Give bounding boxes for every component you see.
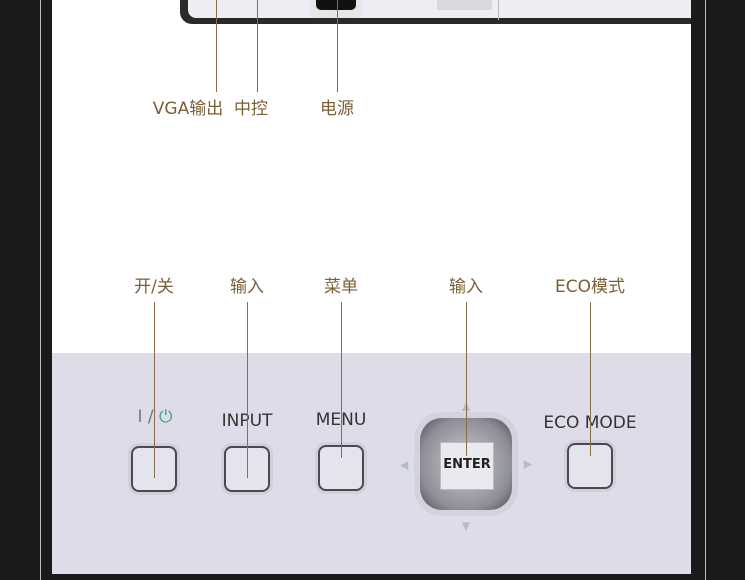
leader-line-control [257, 0, 258, 92]
power-label-text: I / [137, 407, 154, 427]
rear-panel-divider [498, 0, 499, 20]
callout-menu: 菜单 [324, 277, 358, 297]
leader-line-power-btn [154, 302, 155, 478]
label-vga-out: VGA输出 [152, 99, 224, 119]
label-central-control: 中控 [234, 99, 268, 119]
enter-pad[interactable]: ENTER [420, 418, 512, 510]
label-power: 电源 [320, 99, 354, 119]
callout-enter: 输入 [449, 277, 483, 297]
frame-line-right [705, 0, 706, 580]
rear-panel-detail [437, 0, 492, 10]
leader-line-menu-btn [341, 302, 342, 458]
power-icon: ⏻ [159, 407, 173, 427]
callout-input: 输入 [230, 277, 264, 297]
leader-line-eco-btn [590, 302, 591, 456]
enter-button[interactable]: ENTER [440, 442, 494, 490]
frame-line-left [40, 0, 41, 580]
product-image: VGA输出 中控 电源 开/关 输入 菜单 输入 ECO模式 I / ⏻ INP… [52, 0, 691, 574]
leader-line-vga [216, 0, 217, 92]
arrow-down-icon: ▼ [461, 519, 471, 533]
enter-label: ENTER [443, 457, 491, 472]
arrow-left-icon: ◀ [399, 458, 409, 472]
power-label: I / ⏻ [137, 407, 172, 427]
leader-line-power [337, 0, 338, 92]
arrow-right-icon: ▶ [523, 457, 533, 471]
leader-line-enter-btn [466, 302, 467, 456]
power-port [310, 0, 362, 18]
callout-power: 开/关 [134, 277, 174, 297]
leader-line-input-btn [247, 302, 248, 478]
callout-eco-mode: ECO模式 [555, 277, 625, 297]
